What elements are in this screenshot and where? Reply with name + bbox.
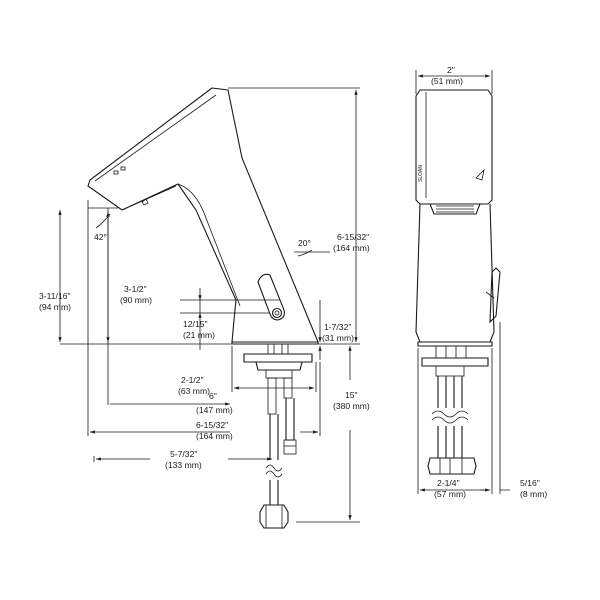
width-in: 2": [447, 65, 455, 75]
front-lower-body: [415, 203, 495, 343]
reach6-mm: (147 mm): [196, 405, 233, 415]
reach-outlet-in: 5-7/32": [170, 449, 197, 459]
width-mm: (51 mm): [431, 76, 463, 86]
base-width-mm: (57 mm): [434, 489, 466, 499]
base-mm: (31 mm): [322, 333, 354, 343]
sensor-marks: [113, 166, 126, 175]
aerator-nub: [141, 198, 149, 206]
brand-mark: SLOAN: [418, 165, 424, 182]
front-view: SLOAN 2" (51 mm): [415, 65, 547, 499]
base-plate: [231, 341, 319, 345]
front-dimensions: 2" (51 mm) 2-1/4" (57 mm) 5/16" (8 mm): [415, 65, 547, 499]
height-outlet-in: 3-1/2": [124, 284, 147, 294]
gap-in: 5/16": [520, 478, 540, 488]
supply-in: 15": [345, 390, 358, 400]
sensor-slot: [429, 203, 481, 215]
side-lever: [489, 267, 501, 324]
front-curve: [177, 183, 241, 307]
reach-total-in: 6-15/32": [196, 420, 228, 430]
front-hardware: [421, 345, 489, 475]
spout-underside: [121, 185, 177, 211]
height-total-in: 6-15/32": [337, 232, 369, 242]
supply-mm: (380 mm): [333, 401, 370, 411]
lever-in: 12/15": [183, 319, 208, 329]
height-spout-mm: (94 mm): [39, 302, 71, 312]
shank-mm: (63 mm): [178, 386, 210, 396]
lever-mm: (21 mm): [183, 330, 215, 340]
reach-outlet-mm: (133 mm): [165, 460, 202, 470]
gap-mm: (8 mm): [520, 489, 547, 499]
base-width-in: 2-1/4": [437, 478, 460, 488]
mounting-hardware: [243, 343, 313, 529]
height-spout-in: 3-11/16": [39, 291, 71, 301]
angle-spout: 42°: [94, 232, 107, 242]
lever-handle: [257, 273, 285, 321]
reach6-in: 6": [209, 391, 217, 401]
side-view: 6-15/32" (164 mm) 3-11/16" (94 mm) 3-1/2…: [39, 87, 370, 529]
base-in: 1-7/32": [324, 322, 351, 332]
spout-inner-line: [94, 94, 217, 182]
height-outlet-mm: (90 mm): [120, 295, 152, 305]
height-total-mm: (164 mm): [333, 243, 370, 253]
reach-total-mm: (164 mm): [196, 431, 233, 441]
shank-in: 2-1/2": [181, 375, 204, 385]
angle-body: 20°: [298, 238, 311, 248]
front-body-outline: [415, 89, 493, 205]
side-dimensions: 6-15/32" (164 mm) 3-11/16" (94 mm) 3-1/2…: [39, 87, 370, 523]
